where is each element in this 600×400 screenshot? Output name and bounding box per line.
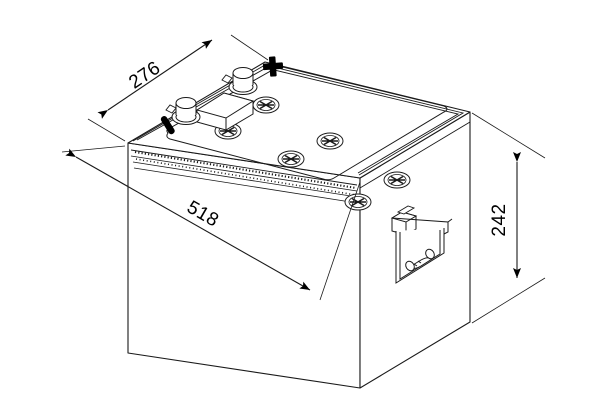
height-extension-line-bottom	[471, 277, 546, 324]
handle-grip	[405, 248, 435, 272]
vent-cap	[383, 171, 411, 189]
positive-terminal	[228, 67, 258, 95]
vent-cap	[316, 132, 344, 150]
width-extension-line-right	[230, 34, 269, 61]
width-extension-line-left	[87, 118, 126, 142]
length-extension-line-lower	[319, 181, 361, 301]
vent-cap	[344, 193, 372, 211]
height-extension-line-top	[471, 112, 546, 159]
vent-cap	[252, 96, 280, 114]
negative-polarity-marking	[160, 116, 175, 135]
length-dimension-line	[65, 148, 311, 291]
lid-right-bracket	[396, 205, 416, 215]
height-dimension-label: 242	[489, 203, 510, 236]
width-dimension-line	[97, 39, 213, 119]
positive-polarity-marking	[262, 56, 284, 77]
side-carry-handle	[390, 211, 453, 284]
vent-cap	[277, 150, 305, 168]
negative-terminal	[171, 97, 201, 125]
height-dimension: 242	[471, 112, 546, 324]
positive-terminal-tab	[221, 74, 233, 84]
